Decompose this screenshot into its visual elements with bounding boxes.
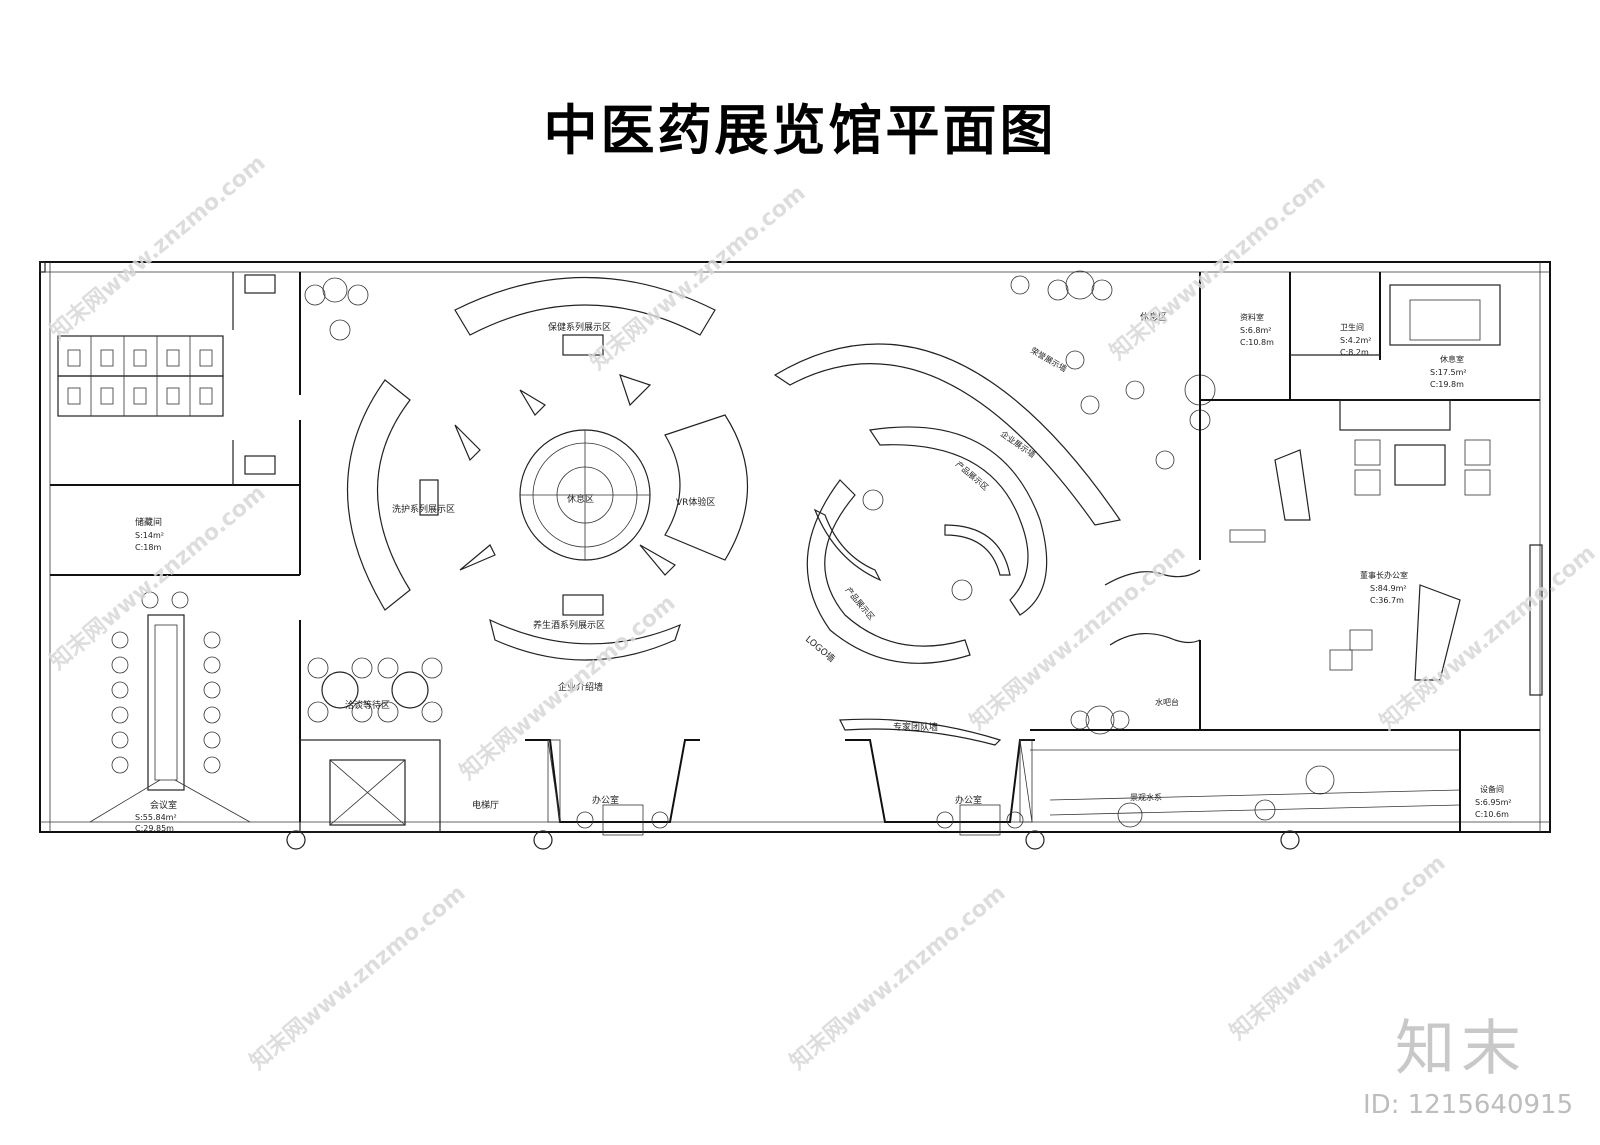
outer-walls: [39, 261, 1551, 833]
right-block: [1030, 272, 1543, 832]
rest-center-label: 休息区: [567, 493, 594, 505]
chairman-area: S:84.9m²: [1370, 584, 1407, 593]
rest-room-name: 休息室: [1440, 354, 1464, 364]
wellness-wine-label: 养生酒系列展示区: [533, 619, 605, 631]
meeting-perimeter: C:29.85m: [135, 824, 174, 833]
honor-wall-label: 荣誉展示墙: [1029, 345, 1069, 374]
negotiation-seating: [304, 277, 443, 723]
care-series-label: 洗护系列展示区: [392, 503, 455, 515]
meeting-table: [89, 591, 251, 823]
health-series-label: 保健系列展示区: [548, 321, 611, 333]
rest-right-label: 休息区: [1140, 311, 1167, 323]
material-name: 资料室: [1240, 312, 1264, 322]
vr-label: VR体验区: [676, 496, 715, 508]
office-left-label: 办公室: [592, 794, 619, 806]
washroom-area: S:4.2m²: [1340, 336, 1372, 345]
elevator: [286, 739, 553, 850]
washroom-perimeter: C:8.2m: [1340, 348, 1369, 357]
storage-name: 储藏间: [135, 516, 162, 528]
washroom-name: 卫生间: [1340, 322, 1364, 332]
room-labels: 储藏间 S:14m² C:18m 会议室 S:55.84m² C:29.85m …: [135, 312, 1512, 833]
product-wall-label: 企业展示墙: [999, 428, 1038, 459]
storage-perimeter: C:18m: [135, 543, 161, 552]
chairman-name: 董事长办公室: [1360, 570, 1408, 580]
meeting-area: S:55.84m²: [135, 813, 177, 822]
rest-room-area: S:17.5m²: [1430, 368, 1467, 377]
left-block: [50, 272, 553, 850]
office-left: [525, 739, 700, 836]
office-right: [845, 739, 1300, 850]
toilet-stalls: [57, 335, 224, 417]
product-b-label: 产品展示区: [843, 585, 876, 622]
negotiation-label: 洽谈等待区: [345, 699, 390, 711]
material-perimeter: C:10.8m: [1240, 338, 1274, 347]
meeting-name: 会议室: [150, 799, 177, 811]
expert-wall-label: 专家团队墙: [893, 721, 938, 733]
equipment-perimeter: C:10.6m: [1475, 810, 1509, 819]
landscape-label: 景观水系: [1130, 792, 1162, 802]
rest-room-perimeter: C:19.8m: [1430, 380, 1464, 389]
elevator-label: 电梯厅: [472, 799, 499, 811]
material-area: S:6.8m²: [1240, 326, 1272, 335]
equipment-name: 设备间: [1480, 784, 1504, 794]
storage-area: S:14m²: [135, 531, 164, 540]
logo-wall-label: LOGO墙: [803, 633, 837, 665]
page-title: 中医药展览馆平面图: [543, 99, 1057, 162]
brand-logo: 知末: [1395, 1014, 1527, 1084]
product-a-label: 产品展示区: [954, 459, 991, 492]
center-exhibition: [347, 277, 748, 661]
chairman-perimeter: C:36.7m: [1370, 596, 1404, 605]
image-id: ID: 1215640915: [1363, 1090, 1574, 1120]
equipment-area: S:6.95m²: [1475, 798, 1512, 807]
water-bar-label: 水吧台: [1155, 697, 1179, 707]
company-wall-label: 企业介绍墙: [558, 681, 603, 693]
right-exhibition: [773, 270, 1216, 746]
office-right-label: 办公室: [955, 794, 982, 806]
